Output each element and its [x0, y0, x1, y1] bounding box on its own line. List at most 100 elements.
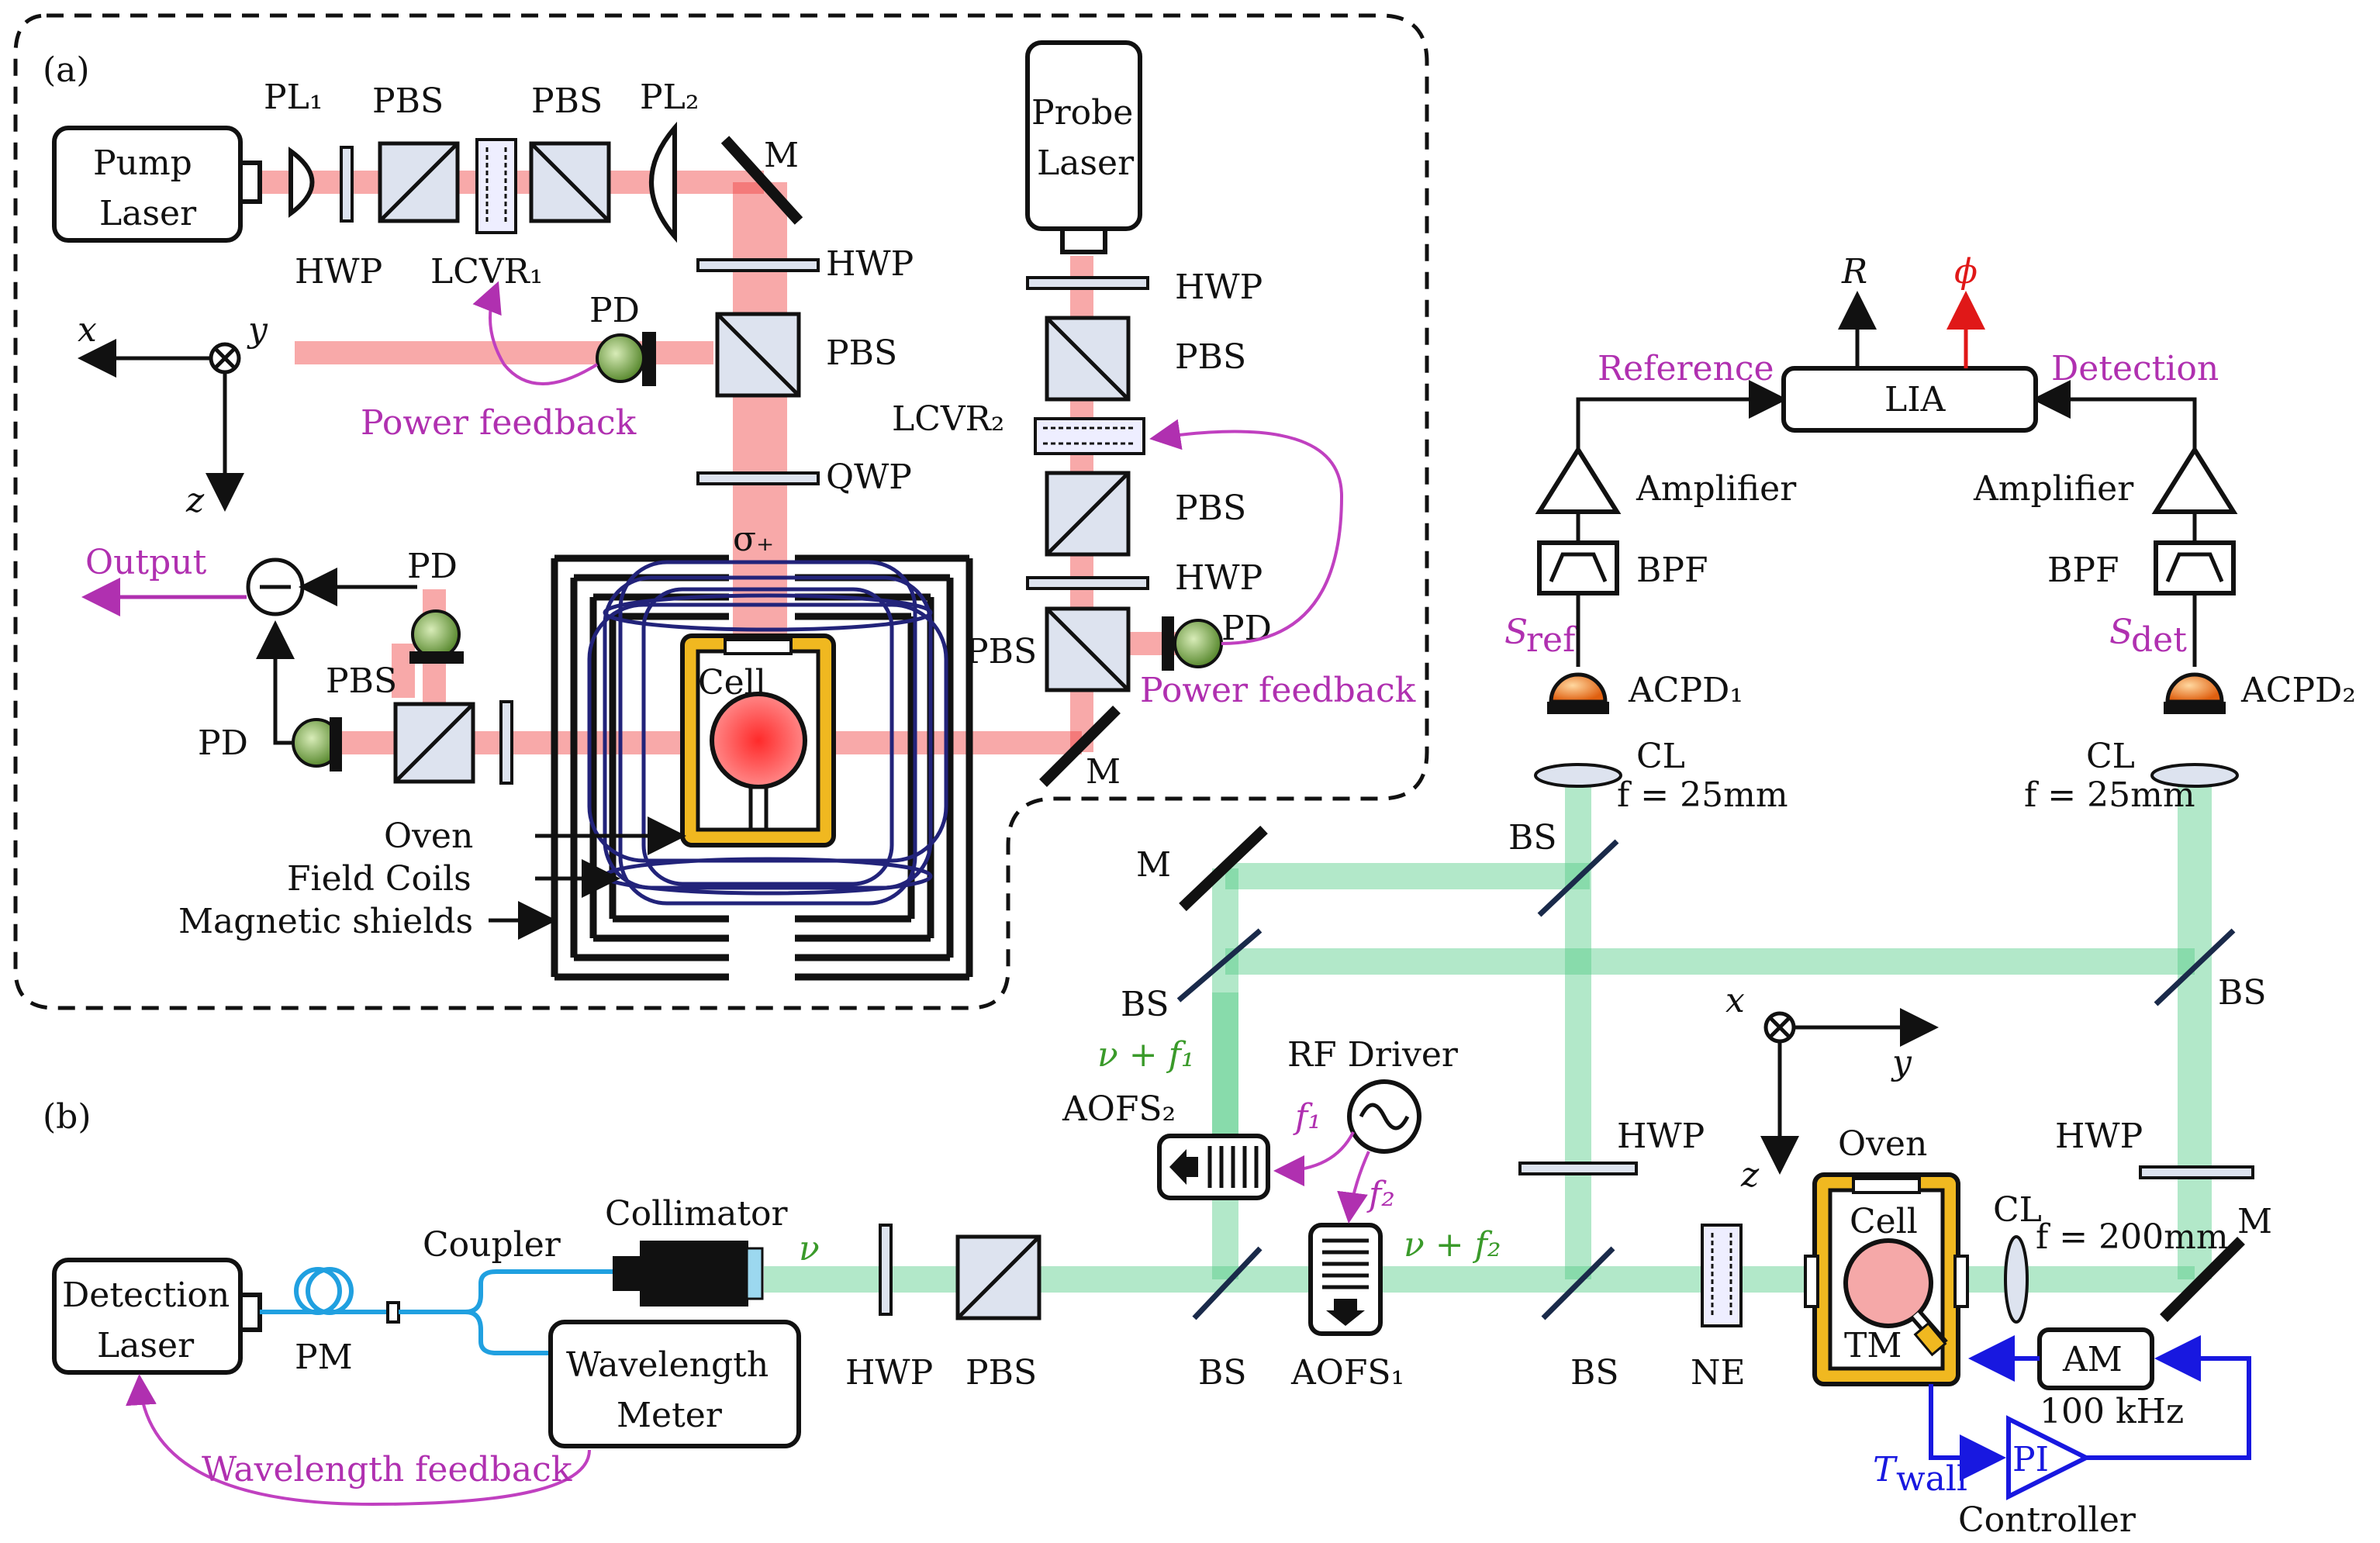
r-output-label: R	[1841, 252, 1867, 292]
cl-label: CL	[1636, 737, 1685, 776]
cylindrical-lens	[2004, 1235, 2029, 1324]
svg-text:x: x	[1725, 981, 1745, 1020]
mirror-label: M	[764, 136, 799, 175]
amplifier-det	[2151, 445, 2238, 514]
pl1-label: PL₁	[264, 78, 323, 117]
pbs-label: PBS	[531, 81, 603, 121]
cell-label: Cell	[698, 663, 766, 702]
f1-label: f₁	[1293, 1097, 1321, 1137]
aofs2-label: AOFS₂	[1062, 1089, 1176, 1129]
power-feedback-label: Power feedback	[1140, 671, 1416, 710]
amplifier-label: Amplifier	[1636, 469, 1797, 509]
panel-a-boundary	[13, 13, 1429, 1010]
pbs-label: PBS	[965, 1353, 1037, 1393]
probe-laser-label-1: Probe	[1031, 93, 1133, 133]
panel-b-label: (b)	[43, 1097, 92, 1137]
neutral-element	[1701, 1224, 1743, 1327]
nu-f1-label: ν + f₁	[1097, 1035, 1195, 1075]
nu-label: ν	[799, 1229, 820, 1269]
bpf-label: BPF	[2047, 551, 2119, 590]
beam-splitter	[1192, 1246, 1263, 1320]
bpf-det	[2154, 540, 2236, 595]
axes-a: x y z	[78, 310, 268, 520]
field-coils-label: Field Coils	[287, 859, 472, 899]
panel-a-label: (a)	[43, 50, 90, 90]
tm-label: TM	[1844, 1326, 1902, 1365]
collimator	[613, 1241, 764, 1307]
detection-beams	[764, 775, 2212, 1293]
coupler-label: Coupler	[423, 1225, 561, 1265]
field-coils	[587, 560, 948, 906]
pl1-lens	[288, 147, 315, 218]
probe-laser-label-2: Laser	[1037, 143, 1135, 183]
ne-label: NE	[1691, 1353, 1746, 1393]
rf-driver-label: RF Driver	[1287, 1035, 1459, 1075]
pi-label: PI	[2012, 1440, 2049, 1479]
beam-splitter	[1541, 1246, 1615, 1320]
pump-laser-label-1: Pump	[93, 143, 192, 183]
pbs-label: PBS	[326, 661, 397, 701]
oven-label: Oven	[1838, 1124, 1927, 1164]
hwp-plate	[499, 700, 513, 785]
sdet-label: S	[2109, 613, 2133, 652]
qwp-plate	[696, 471, 820, 485]
cl-label: CL	[2086, 737, 2135, 776]
collimator-label: Collimator	[605, 1194, 789, 1234]
pl2-lens	[649, 121, 677, 243]
oven-label: Oven	[384, 816, 473, 856]
svg-text:z: z	[1740, 1155, 1760, 1195]
lcvr2	[1034, 417, 1145, 455]
hwp-plate	[1518, 1162, 1638, 1175]
pump-laser-label-2: Laser	[99, 194, 197, 233]
aofs1	[1308, 1223, 1383, 1336]
power-feedback-label: Power feedback	[361, 403, 637, 443]
qwp-label: QWP	[826, 457, 912, 497]
output-label: Output	[85, 543, 207, 582]
power-feedback-2	[1149, 419, 1344, 645]
wavelength-meter-label-2: Meter	[617, 1396, 723, 1435]
photodiode	[596, 333, 645, 383]
pd-label: PD	[589, 291, 640, 330]
bs-label: BS	[1508, 818, 1556, 858]
acpd1-label: ACPD₁	[1628, 671, 1743, 710]
beam-splitter	[2154, 928, 2236, 1006]
vapor-cell-b	[1843, 1238, 1933, 1328]
mirror	[1039, 706, 1121, 787]
cylindrical-lens	[1534, 763, 1622, 788]
pi-controller	[2006, 1415, 2092, 1500]
magnetic-shields-label: Magnetic shields	[178, 902, 473, 941]
probe-laser	[1025, 40, 1142, 231]
amplifier-label: Amplifier	[1973, 469, 2134, 509]
wavelength-meter	[548, 1320, 801, 1448]
mirror-label: M	[1136, 845, 1171, 885]
bs-label: BS	[1570, 1353, 1618, 1393]
acpd2	[2165, 672, 2224, 704]
sigma-plus-label: σ₊	[733, 520, 774, 559]
hwp-label: HWP	[826, 244, 914, 284]
svg-text:z: z	[185, 481, 205, 520]
photodiode	[1173, 619, 1223, 668]
cl-label: CL	[1993, 1190, 2042, 1230]
hwp-label: HWP	[295, 252, 382, 292]
f25-label: f = 25mm	[2024, 775, 2195, 815]
pd-label: PD	[198, 723, 248, 763]
bpf-label: BPF	[1636, 551, 1708, 590]
pbs-label: PBS	[1175, 488, 1246, 528]
svg-text:y: y	[1891, 1043, 1912, 1082]
am-label: AM	[2062, 1340, 2123, 1379]
power-feedback-1	[472, 281, 599, 385]
mirror-label: M	[2237, 1202, 2272, 1241]
twall-label: T	[1873, 1450, 1898, 1489]
wavelength-meter-label-1: Wavelength	[566, 1345, 769, 1385]
polarization-maintaining-fiber	[260, 1267, 620, 1355]
mirror-label: M	[1086, 752, 1121, 792]
pbs-label: PBS	[372, 81, 444, 121]
hwp-plate	[340, 146, 354, 223]
pbs-label: PBS	[1175, 337, 1246, 377]
hwp-label: HWP	[1175, 558, 1263, 598]
detection-laser-label-1: Detection	[62, 1275, 230, 1315]
aofs2	[1157, 1134, 1270, 1200]
nu-f2-label: ν + f₂	[1404, 1225, 1501, 1265]
hwp-plate	[1026, 576, 1149, 590]
